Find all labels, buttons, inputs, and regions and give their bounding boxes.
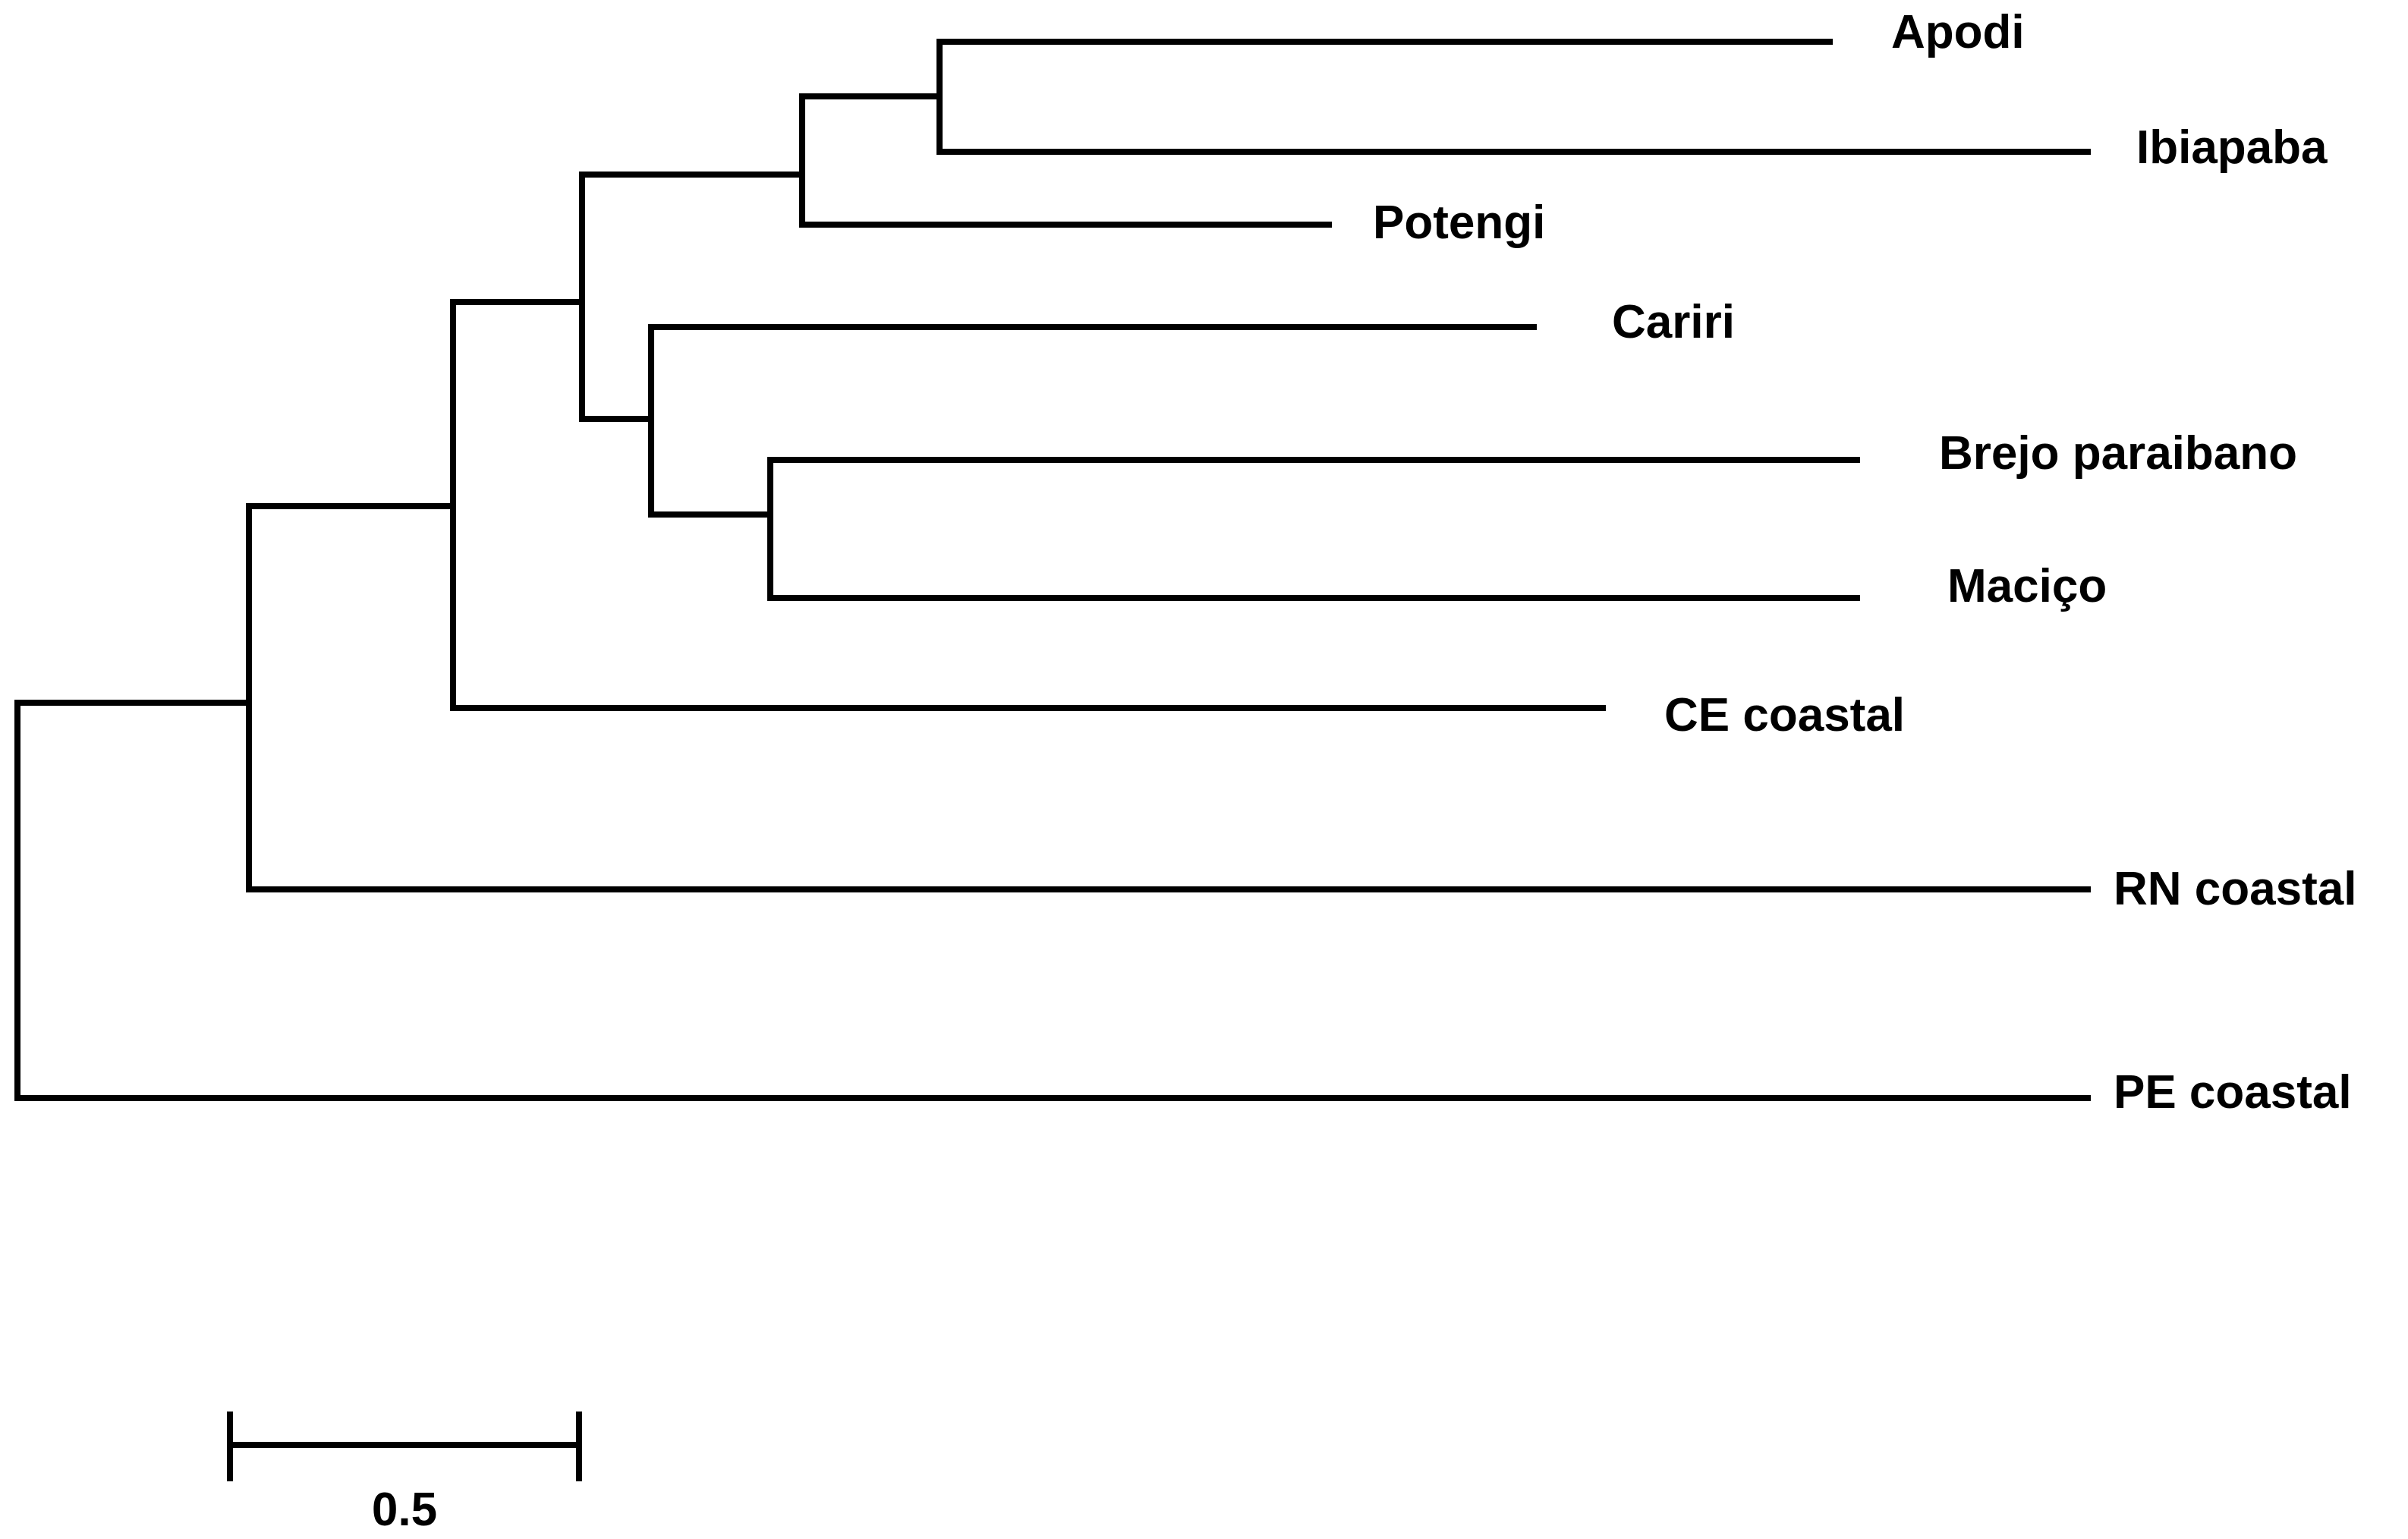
branch-upper-clades [579,172,805,422]
scale-bar: 0.5 [227,1412,582,1536]
scale-bar-label: 0.5 [372,1484,437,1536]
leaf-label-macico: Maciço [1947,560,2107,612]
branch-root-pe-coastal [14,700,2091,1101]
leaf-label-potengi: Potengi [1373,197,1545,249]
branch-rn-coastal [246,503,2091,892]
leaf-label-pe-coastal: PE coastal [2114,1066,2352,1119]
leaf-label-rn-coastal: RN coastal [2114,863,2356,915]
branch-apodi-ibiapaba-potengi [799,93,1332,228]
branch-cariri-clade [648,324,1537,518]
tree-branches [14,39,2091,1101]
leaf-label-ibiapaba: Ibiapaba [2136,121,2328,174]
leaf-label-ce-coastal: CE coastal [1664,689,1905,741]
leaf-label-cariri: Cariri [1612,296,1735,348]
leaf-label-apodi: Apodi [1891,6,2025,58]
leaf-label-brejo-paraibano: Brejo paraibano [1939,427,2297,480]
branch-inland-ce-coastal [450,299,1606,711]
branch-brejo-macico [767,457,1860,601]
